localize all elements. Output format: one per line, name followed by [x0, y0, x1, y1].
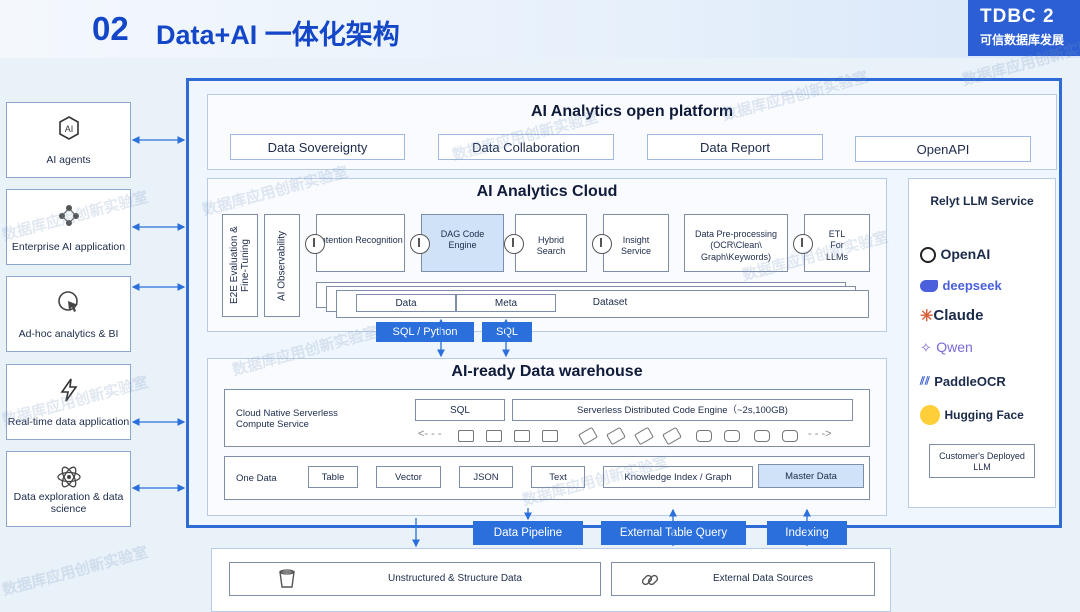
open-platform-title: AI Analytics open platform [530, 103, 734, 120]
info-circle-icon [305, 234, 325, 254]
info-circle-icon [504, 234, 524, 254]
type-knowledge-index: Knowledge Index / Graph [603, 466, 753, 488]
app-box-exploration: Data exploration & data science [6, 451, 131, 527]
openai-logo: OpenAI [920, 246, 990, 264]
provider-label: Hugging Face [944, 408, 1024, 423]
data-chip: Data [356, 294, 456, 312]
code-engine-box: Serverless Distributed Code Engine（~2s,1… [512, 399, 853, 421]
provider-label: OpenAI [940, 246, 991, 262]
paddle-icon: ⫽⫽ [920, 375, 930, 388]
analytics-cloud-title: AI Analytics Cloud [476, 183, 618, 200]
info-circle-icon [793, 234, 813, 254]
type-vector: Vector [376, 466, 441, 488]
type-text: Text [531, 466, 585, 488]
external-sources-box: External Data Sources [611, 562, 875, 596]
wave-icon [754, 430, 770, 442]
wave-icon [782, 430, 798, 442]
left-arrow-icon: <- - - [418, 428, 442, 440]
provider-label: Claude [933, 307, 984, 325]
module-data-preprocessing: Data Pre-processing (OCR\Clean\ Graph\Ke… [684, 214, 788, 272]
claude-logo: ✳Claude [920, 306, 983, 326]
unstructured-data-box: Unstructured & Structure Data [229, 562, 601, 596]
qwen-icon: ✧ [920, 339, 932, 356]
cursor-icon [57, 291, 78, 312]
type-master-data: Master Data [758, 464, 864, 488]
atom-icon [56, 466, 81, 488]
compute-service-label: Cloud Native Serverless Compute Service [236, 408, 338, 431]
provider-label: PaddleOCR [934, 374, 1006, 389]
platform-item: Data Report [647, 134, 823, 160]
wave-icon [724, 430, 740, 442]
sql-box: SQL [415, 399, 505, 421]
warehouse-title: AI-ready Data warehouse [451, 363, 643, 380]
chip-icon [458, 430, 474, 442]
deepseek-logo: deepseek [920, 277, 1002, 295]
app-box-ai-agents: AI AI agents [6, 102, 131, 178]
brand-subtitle: 可信数据库发展 [980, 33, 1065, 47]
meta-chip: Meta [456, 294, 556, 312]
brand-logo: TDBC 2 可信数据库发展 [968, 0, 1080, 56]
paddleocr-logo: ⫽⫽ PaddleOCR [920, 373, 1006, 391]
module-label: Intention Recognition [318, 235, 403, 245]
lightning-icon [59, 378, 78, 402]
qwen-logo: ✧ Qwen [920, 339, 973, 357]
module-label: Hybrid Search [536, 235, 566, 257]
module-label: Data Pre-processing (OCR\Clean\ Graph\Ke… [694, 229, 778, 262]
network-icon [58, 205, 79, 226]
app-label: Enterprise AI application [11, 241, 126, 254]
hugging-face-icon [920, 405, 940, 425]
app-box-realtime: Real-time data application [6, 364, 131, 440]
brand-name: TDBC 2 [980, 6, 1055, 27]
bucket-icon [279, 569, 295, 588]
data-pipeline-tag: Data Pipeline [473, 521, 583, 545]
module-label: DAG Code Engine [440, 229, 485, 251]
platform-item: Data Sovereignty [230, 134, 405, 160]
platform-item: Data Collaboration [438, 134, 614, 160]
source-label: External Data Sources [712, 573, 814, 584]
provider-label: Qwen [936, 339, 973, 355]
chip-icon [486, 430, 502, 442]
section-number: 02 [92, 10, 129, 47]
app-box-enterprise: Enterprise AI application [6, 189, 131, 265]
app-label: AI agents [46, 154, 91, 167]
provider-label: deepseek [942, 278, 1002, 293]
chip-icon [514, 430, 530, 442]
page-title: Data+AI 一体化架构 [156, 20, 400, 50]
dataset-label: Dataset [592, 297, 628, 308]
svg-text:AI: AI [64, 124, 73, 134]
platform-item: OpenAPI [855, 136, 1031, 162]
chip-icon [542, 430, 558, 442]
module-label: Insight Service [620, 235, 651, 257]
module-insight-service: Insight Service [592, 214, 669, 272]
app-label: Ad-hoc analytics & BI [18, 328, 119, 341]
app-label: Data exploration & data science [13, 490, 124, 516]
sparkle-icon: ✳ [920, 308, 934, 325]
huggingface-logo: Hugging Face [920, 405, 1024, 425]
module-dag-code-engine: DAG Code Engine [410, 214, 504, 272]
source-label: Unstructured & Structure Data [388, 573, 522, 584]
info-circle-icon [410, 234, 430, 254]
type-table: Table [308, 466, 358, 488]
ai-observability-box: AI Observability [264, 214, 300, 317]
app-label: Real-time data application [7, 416, 130, 429]
type-json: JSON [459, 466, 513, 488]
module-hybrid-search: Hybrid Search [504, 214, 587, 272]
customer-llm-box: Customer's Deployed LLM [929, 444, 1035, 478]
whale-icon [920, 279, 938, 292]
app-box-adhoc: Ad-hoc analytics & BI [6, 276, 131, 352]
module-etl-llms: ETL For LLMs [793, 214, 870, 272]
header-bar [0, 0, 1080, 58]
module-label: ETL For LLMs [825, 229, 848, 262]
openai-icon [920, 246, 936, 263]
right-arrow-icon: - - -> [808, 428, 832, 440]
one-data-label: One Data [236, 473, 277, 484]
e2e-evaluation-box: E2E Evaluation & Fine-Tuning [222, 214, 258, 317]
info-circle-icon [592, 234, 612, 254]
module-intention-recognition: Intention Recognition [305, 214, 405, 272]
wave-icon [696, 430, 712, 442]
ai-icon: AI [58, 116, 79, 140]
link-icon [641, 574, 659, 586]
llm-service-title: Relyt LLM Service [930, 194, 1034, 208]
